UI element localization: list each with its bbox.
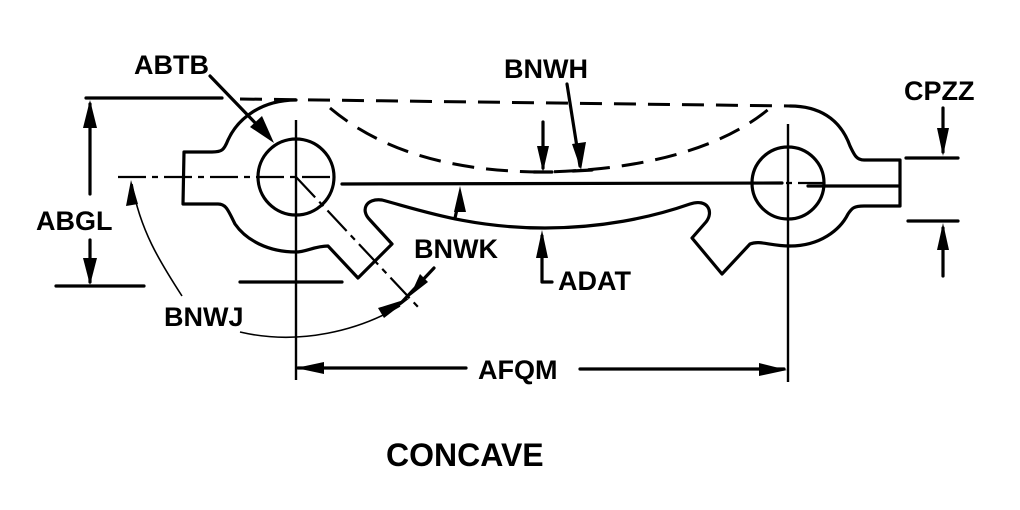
cpzz-arrow-top: [937, 128, 949, 156]
cpzz-arrow-bottom: [937, 223, 949, 250]
bnwj-arc-bottom: [239, 305, 401, 338]
afqm-arrow-left: [296, 362, 324, 374]
right-lobe-outline: [788, 104, 902, 248]
abtb-leader: [208, 74, 264, 132]
center-chord-line: [340, 181, 784, 186]
adat-arrowhead: [536, 230, 548, 258]
bnwj-tick-arrow: [410, 274, 428, 296]
abgl-arrow-up: [83, 100, 97, 128]
dashed-outlines: [239, 97, 791, 174]
bnwh-base-right: [571, 168, 594, 173]
bnwh-arrowhead: [572, 142, 586, 170]
bnwh-arrow-left: [537, 146, 549, 172]
abgl-dimension: ABGL: [36, 96, 224, 288]
abgl-label: ABGL: [36, 206, 113, 236]
bnwj-arrow-left: [126, 180, 138, 206]
bnwk-dimension: BNWK: [414, 186, 498, 264]
left-lobe-upper-outline: [181, 98, 298, 254]
adat-dimension: ADAT: [536, 230, 631, 296]
bnwj-label: BNWJ: [164, 302, 244, 332]
abtb-arrowhead: [250, 116, 274, 143]
bnwj-arc-left: [131, 183, 183, 297]
afqm-dimension: AFQM: [296, 355, 787, 385]
bnwj-arrow-right: [378, 298, 410, 318]
diagonal-centerline: [295, 176, 419, 308]
bnwk-label: BNWK: [414, 234, 498, 264]
adat-label: ADAT: [558, 266, 631, 296]
cpzz-dimension: CPZZ: [904, 76, 975, 278]
abtb-dimension: ABTB: [134, 50, 274, 143]
bnwj-dimension: BNWJ: [126, 180, 436, 338]
bnwk-arrowhead: [454, 186, 466, 212]
dashed-concave-curve: [329, 106, 771, 174]
part-outline: [181, 98, 902, 280]
abgl-arrow-down: [83, 258, 97, 285]
abtb-label: ABTB: [134, 50, 209, 80]
cpzz-label: CPZZ: [904, 76, 975, 106]
bnwh-label: BNWH: [504, 54, 588, 84]
diagram-title: CONCAVE: [386, 437, 544, 473]
left-notch-outline: [294, 198, 792, 280]
afqm-arrow-right: [759, 363, 787, 376]
bnwh-dimension: BNWH: [504, 54, 594, 174]
dashed-top-line: [239, 97, 791, 108]
afqm-label: AFQM: [478, 355, 557, 385]
